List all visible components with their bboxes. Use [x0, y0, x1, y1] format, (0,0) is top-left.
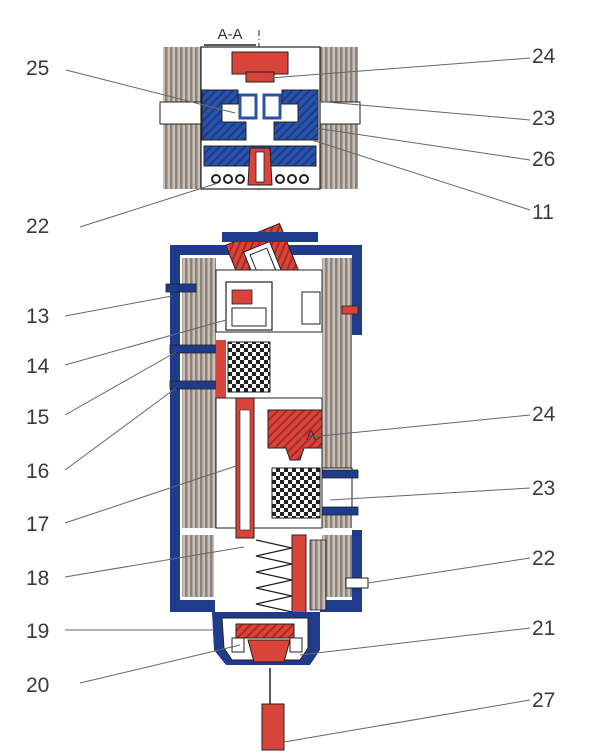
plunger-bore [255, 151, 265, 183]
nozzle-seal-right [289, 637, 303, 653]
callout-22-top: 22 [26, 215, 49, 238]
callout-25: 25 [26, 57, 49, 80]
cam-slot-left [238, 93, 258, 120]
adjust-screw [345, 577, 369, 589]
bore-right [317, 101, 361, 125]
callout-20: 20 [26, 674, 49, 697]
nozzle-tip-red [247, 639, 291, 663]
outlet-fitting-red [261, 703, 285, 751]
callout-18: 18 [26, 567, 49, 590]
callout-23: 23 [532, 477, 555, 500]
callout-11: 11 [532, 201, 554, 224]
callout-labels: 25 24 23 26 11 22 13 14 15 16 17 18 19 2… [26, 45, 556, 712]
spring-guide-red [291, 534, 307, 626]
callout-23-top: 23 [532, 107, 555, 130]
lower-wall-left [182, 535, 214, 597]
callout-24-top: 24 [532, 45, 556, 68]
seal-row [211, 174, 309, 184]
spring-stack-upper [227, 341, 271, 393]
piston-top-red [231, 51, 289, 75]
callout-13: 13 [26, 305, 49, 328]
spring-stack-lower [271, 467, 321, 519]
piston-stem-red [245, 71, 275, 83]
main-rod-bore [239, 409, 251, 531]
callout-24: 24 [532, 403, 556, 426]
housing-wall-left-main [182, 258, 216, 528]
bolt-row-right [321, 469, 359, 516]
cam-block-left [201, 89, 247, 141]
bolt-right-red [341, 305, 359, 315]
cam-slot-right [262, 93, 282, 120]
piston-block-red [267, 409, 323, 461]
callout-17: 17 [26, 513, 49, 536]
callout-21: 21 [532, 617, 555, 640]
cam-block-right [273, 89, 319, 141]
valve-red-insert [231, 289, 253, 305]
callout-26: 26 [532, 148, 555, 171]
valve-chamber [231, 307, 267, 327]
head-cap-navy [222, 232, 318, 242]
spring-guide-sleeve [309, 539, 327, 611]
right-port [301, 291, 321, 325]
section-marker: A [306, 427, 316, 444]
leader-lines [64, 57, 531, 743]
callout-19: 19 [26, 620, 49, 643]
bore-left [159, 101, 203, 125]
callout-14: 14 [26, 355, 50, 378]
callout-22: 22 [532, 547, 555, 570]
nozzle-valve-red [235, 623, 295, 639]
callout-15: 15 [26, 406, 49, 429]
section-label: A-A [217, 26, 242, 43]
coil-spring [255, 539, 293, 613]
callout-16: 16 [26, 460, 49, 483]
pin-red-left [216, 340, 226, 400]
section-a-a-detail: A-A [159, 26, 361, 190]
callout-27: 27 [532, 689, 555, 712]
main-assembly: A [165, 222, 369, 751]
